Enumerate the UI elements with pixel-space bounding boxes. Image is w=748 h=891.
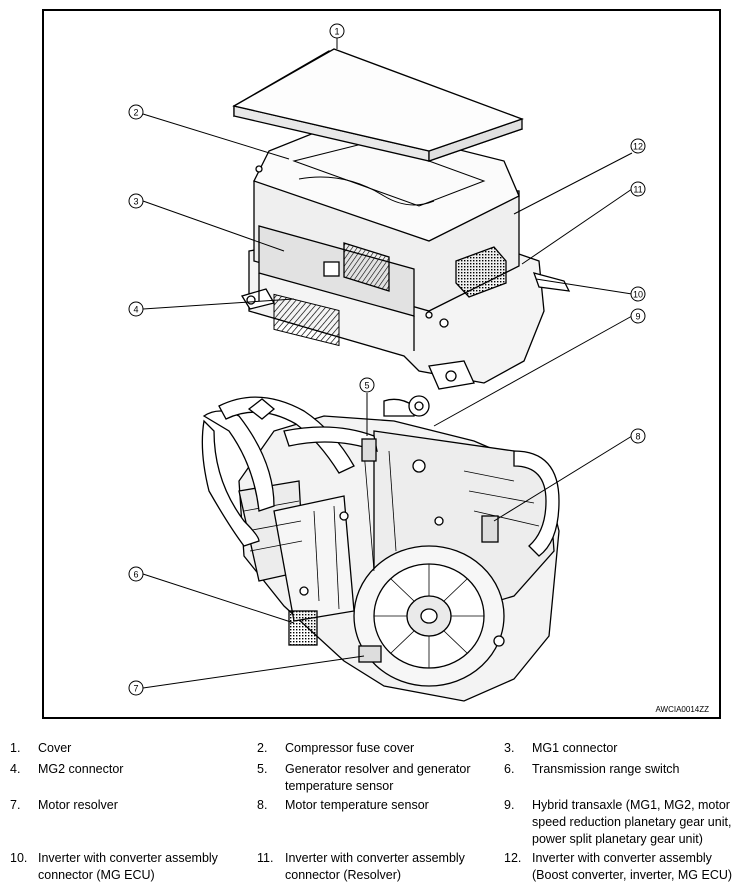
legend-number: 3. (504, 741, 515, 755)
legend-text: Inverter with converter assembly (Boost … (532, 851, 733, 882)
callout-8: 8 (630, 428, 646, 444)
legend-text: Transmission range switch (532, 762, 680, 776)
callout-10: 10 (630, 286, 646, 302)
legend-number: 6. (504, 762, 515, 776)
svg-text:7: 7 (133, 684, 138, 694)
svg-text:9: 9 (635, 312, 640, 322)
svg-text:8: 8 (635, 432, 640, 442)
legend-number: 9. (504, 798, 515, 812)
callout-2: 2 (128, 104, 144, 120)
diagram-illustration: 1 2 3 4 5 6 7 8 9 10 11 12 (128, 23, 646, 702)
legend-text: Motor resolver (38, 798, 118, 812)
svg-text:5: 5 (364, 381, 369, 391)
callout-12: 12 (630, 138, 646, 154)
legend-text: Cover (38, 741, 72, 755)
callout-9: 9 (630, 308, 646, 324)
legend-text: Inverter with converter assembly connect… (285, 851, 465, 882)
legend-number: 5. (257, 762, 268, 776)
legend-text: Inverter with converter assembly connect… (38, 851, 218, 882)
legend-number: 7. (10, 798, 21, 812)
legend-text: Generator resolver and generator tempera… (285, 762, 471, 793)
svg-text:3: 3 (133, 197, 138, 207)
legend-text: Motor temperature sensor (285, 798, 429, 812)
legend-number: 8. (257, 798, 268, 812)
callout-1: 1 (329, 23, 345, 39)
legend-text: MG1 connector (532, 741, 618, 755)
legend-number: 4. (10, 762, 21, 776)
diagram-frame: 1 2 3 4 5 6 7 8 9 10 11 12 AWCIA0014ZZ (42, 9, 721, 719)
callout-6: 6 (128, 566, 144, 582)
legend-number: 11. (257, 851, 274, 865)
callout-3: 3 (128, 193, 144, 209)
legend-number: 10. (10, 851, 28, 865)
callout-4: 4 (128, 301, 144, 317)
callouts: 1 2 3 4 5 6 7 8 9 10 11 12 (128, 23, 646, 696)
svg-text:6: 6 (133, 570, 138, 580)
legend-number: 1. (10, 741, 21, 755)
legend-text: MG2 connector (38, 762, 124, 776)
figure-code: AWCIA0014ZZ (655, 705, 710, 714)
svg-text:10: 10 (633, 290, 643, 300)
callout-7: 7 (128, 680, 144, 696)
callout-5: 5 (359, 377, 375, 393)
callout-leaders (142, 38, 633, 689)
svg-text:12: 12 (633, 142, 643, 152)
legend-number: 12. (504, 851, 522, 865)
legend-text: Hybrid transaxle (MG1, MG2, motor speed … (532, 798, 732, 846)
svg-text:4: 4 (133, 305, 138, 315)
callout-11: 11 (630, 181, 646, 197)
inverter-assembly (232, 48, 571, 390)
transaxle-assembly (201, 395, 560, 702)
legend-number: 2. (257, 741, 268, 755)
svg-text:2: 2 (133, 108, 138, 118)
legend-text: Compressor fuse cover (285, 741, 415, 755)
svg-text:11: 11 (633, 185, 642, 195)
svg-text:1: 1 (334, 27, 339, 37)
